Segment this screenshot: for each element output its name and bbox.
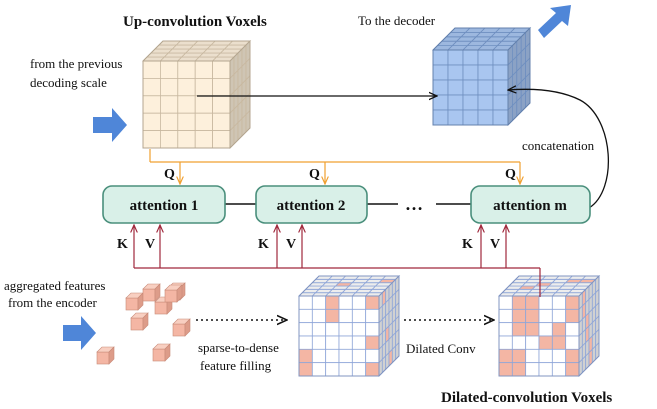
v-label-2: V — [286, 237, 296, 252]
from-previous-label-1: from the previous — [30, 56, 122, 71]
concatenation-arrow — [508, 89, 610, 209]
input-arrow-icon — [93, 108, 127, 142]
sparse-feature-cube — [96, 346, 115, 365]
attention-box-2: attention 2 — [255, 185, 368, 224]
v-label-1: V — [145, 237, 155, 252]
attention-box-1: attention 1 — [102, 185, 226, 224]
concatenation-label: concatenation — [522, 138, 595, 153]
attention-label-2: attention 2 — [277, 198, 346, 214]
sparse-feature-cubes — [96, 282, 191, 365]
dilated-voxels-title: Dilated-convolution Voxels — [441, 390, 612, 406]
q-label-2: Q — [309, 167, 320, 182]
sparse-feature-cube — [152, 343, 171, 362]
aggregated-label-2: from the encoder — [8, 295, 97, 310]
k-label-m: K — [462, 237, 473, 252]
k-label-1: K — [117, 237, 128, 252]
output-arrow-icon — [538, 5, 571, 38]
up-voxels-title: Up-convolution Voxels — [123, 14, 267, 30]
query-connections — [149, 149, 520, 184]
sparse-label-1: sparse-to-dense — [198, 340, 279, 355]
sparse-to-dense-voxel-cube — [298, 275, 401, 377]
key-value-connections — [134, 225, 541, 297]
sparse-feature-cube — [142, 283, 161, 302]
k-label-2: K — [258, 237, 269, 252]
sparse-feature-cube — [164, 284, 183, 303]
aggregated-label-1: aggregated features — [4, 278, 105, 293]
dilated-convolution-voxel-cube — [498, 275, 601, 377]
encoder-arrow-icon — [63, 316, 96, 350]
up-convolution-voxel-cube — [142, 40, 252, 149]
sparse-feature-cube — [130, 312, 149, 331]
q-label-m: Q — [505, 167, 516, 182]
ellipsis: … — [405, 194, 423, 214]
attention-label-m: attention m — [493, 198, 567, 214]
sparse-label-2: feature filling — [200, 358, 272, 373]
dilated-conv-label: Dilated Conv — [406, 341, 476, 356]
sparse-feature-cube — [172, 318, 191, 337]
attention-box-m: attention m — [470, 185, 591, 224]
v-label-m: V — [490, 237, 500, 252]
decoder-voxel-cube — [432, 27, 532, 126]
q-label-1: Q — [164, 167, 175, 182]
to-decoder-label: To the decoder — [358, 13, 436, 28]
sparse-feature-cube — [125, 292, 144, 311]
attention-label-1: attention 1 — [130, 198, 199, 214]
from-previous-label-2: decoding scale — [30, 75, 107, 90]
